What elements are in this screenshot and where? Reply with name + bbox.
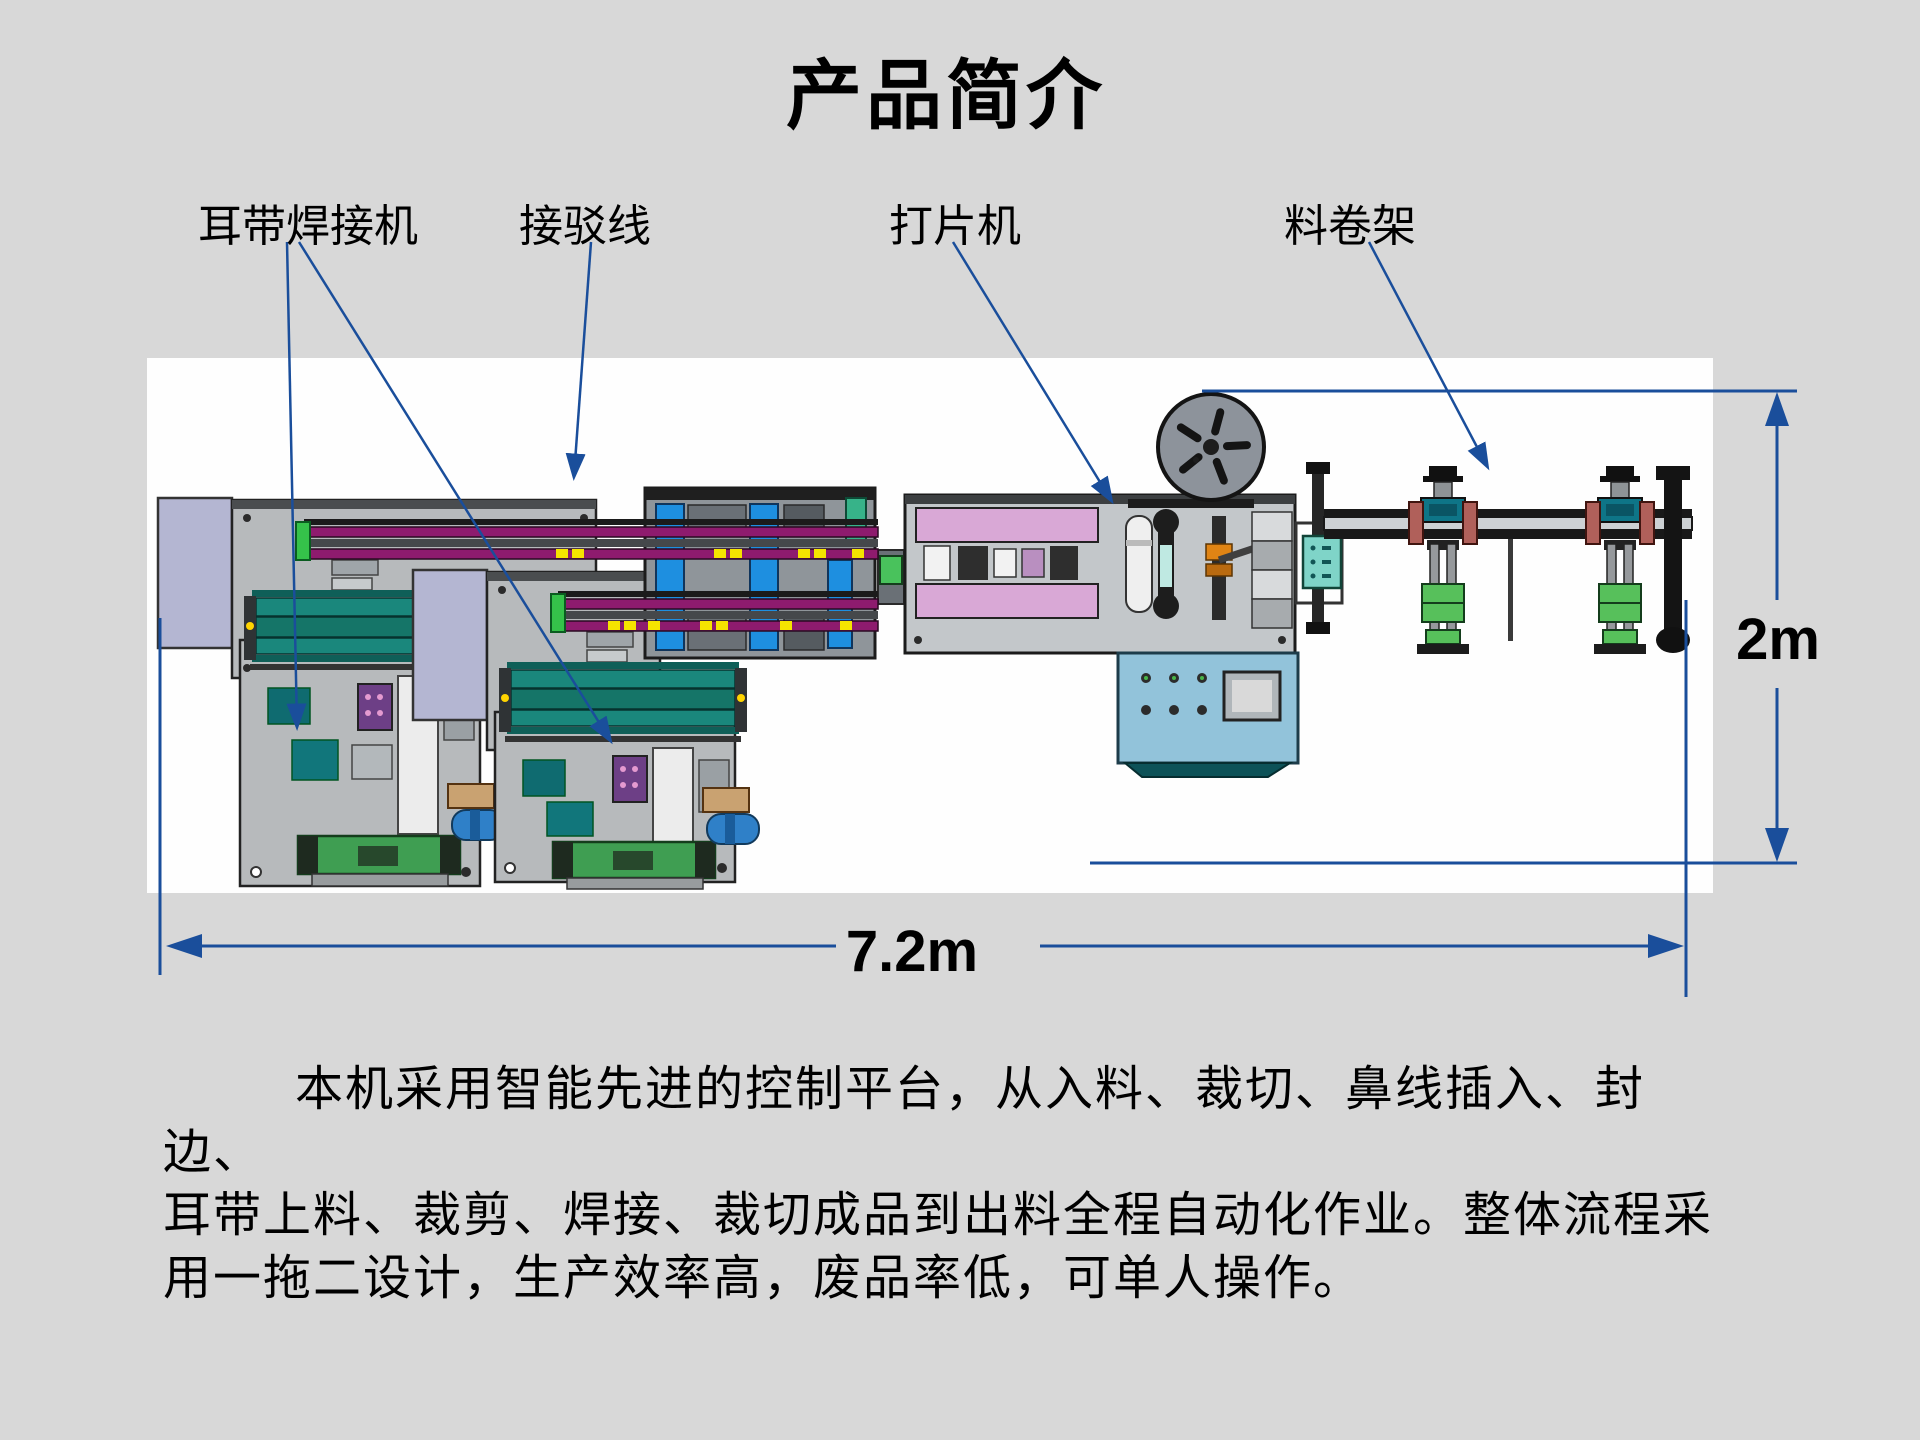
- material-roll-rack: [1294, 462, 1693, 654]
- conveyor-rails-lower: [550, 591, 879, 633]
- leader-material-rack: [1367, 241, 1490, 471]
- dimension-lines: [158, 389, 1797, 997]
- leader-lines: [285, 241, 1490, 745]
- product-description: 本机采用智能先进的控制平台，从入料、裁切、鼻线插入、封边、 耳带上料、裁剪、焊接…: [163, 1058, 1743, 1310]
- label-ear-strap-welder: 耳带焊接机: [198, 202, 418, 251]
- dimension-width-value: 7.2m: [845, 919, 979, 984]
- reel-disk: [1156, 392, 1266, 502]
- leader-punching-machine: [951, 241, 1114, 505]
- connection-line-module: [643, 486, 905, 660]
- description-line: 本机采用智能先进的控制平台，从入料、裁切、鼻线插入、封边、: [163, 1063, 1646, 1179]
- leader-connection-line: [565, 241, 593, 481]
- label-connection-line: 接驳线: [519, 202, 651, 251]
- arrow-left: [166, 934, 202, 958]
- spool-station: [1408, 466, 1478, 654]
- control-panel: [1116, 651, 1300, 778]
- spool-station: [1585, 466, 1655, 654]
- description-line: 用一拖二设计，生产效率高，废品率低，可单人操作。: [163, 1252, 1364, 1305]
- arrow-up: [1765, 392, 1789, 426]
- leader-welder-1: [285, 241, 307, 731]
- arrow-right: [1648, 934, 1684, 958]
- punching-machine: [903, 493, 1297, 655]
- label-material-roll-rack: 料卷架: [1284, 202, 1416, 251]
- description-line: 耳带上料、裁剪、焊接、裁切成品到出料全程自动化作业。整体流程采: [163, 1189, 1714, 1242]
- leader-welder-2: [297, 241, 613, 745]
- arrow-down: [1765, 828, 1789, 862]
- dimension-arrowheads: [166, 392, 1789, 958]
- conveyor-rails-upper: [295, 519, 879, 561]
- dimension-height-value: 2m: [1736, 607, 1820, 672]
- page-title: 产品简介: [786, 55, 1106, 139]
- label-punching-machine: 打片机: [889, 202, 1021, 251]
